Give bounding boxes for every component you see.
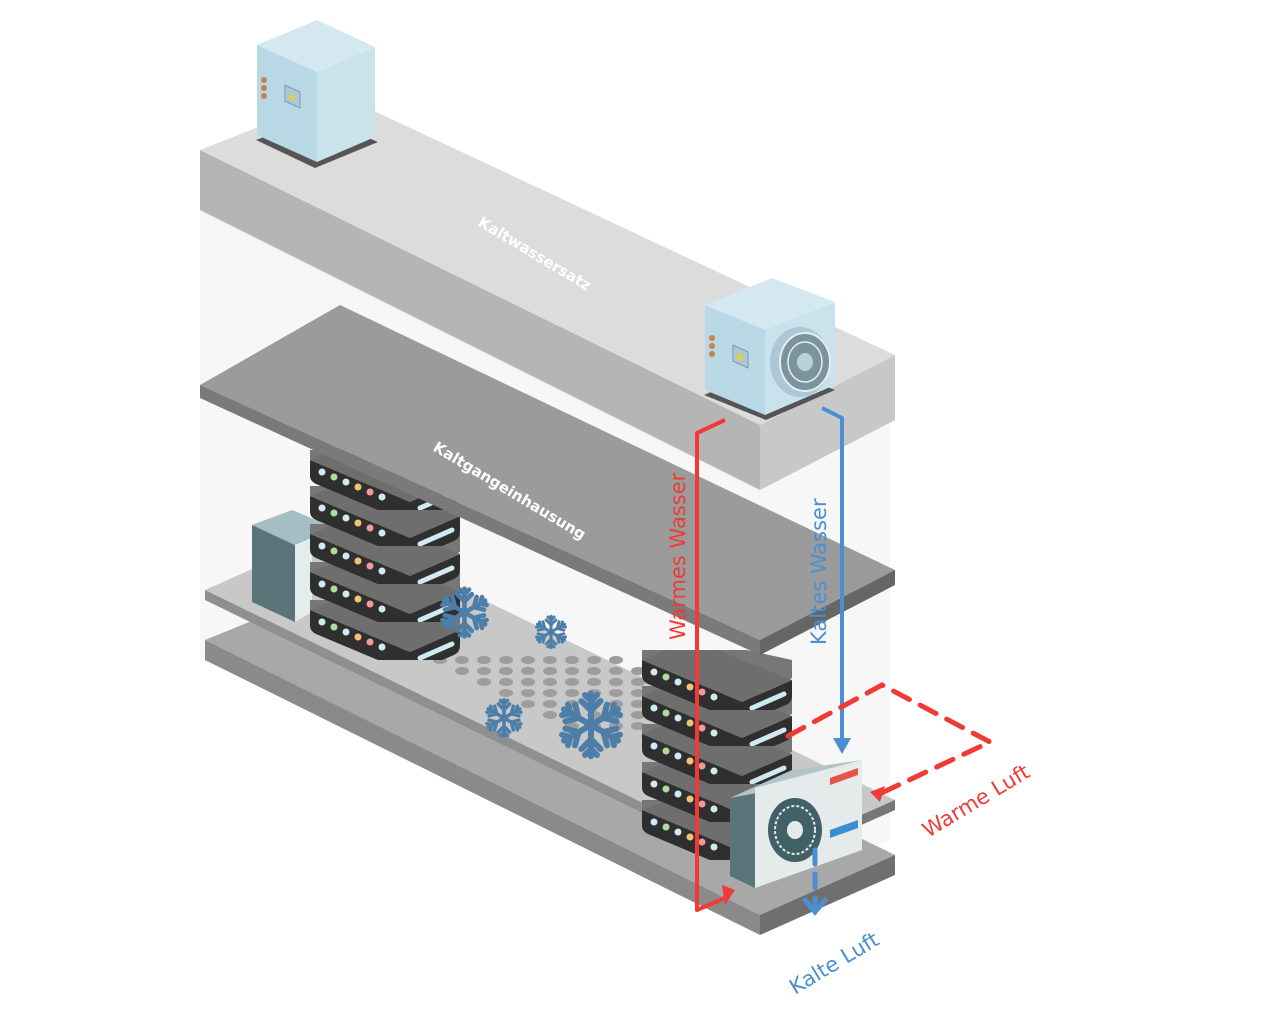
floor-hole	[543, 678, 557, 686]
floor-hole	[587, 656, 601, 664]
floor-hole	[609, 667, 623, 675]
floor-hole	[477, 667, 491, 675]
floor-hole	[521, 656, 535, 664]
floor-hole	[565, 656, 579, 664]
floor-hole	[543, 656, 557, 664]
cold-water-pipe	[821, 406, 851, 754]
floor-hole	[499, 689, 513, 697]
warm-water-pipe	[695, 418, 735, 912]
floor-hole	[565, 689, 579, 697]
label-warm-air: Warme Luft	[918, 760, 1034, 843]
floor-hole	[543, 711, 557, 719]
floor-hole	[521, 678, 535, 686]
warning-icon	[736, 352, 744, 361]
floor-hole	[543, 667, 557, 675]
cold-aisle-slab: Kaltgangeinhausung	[200, 305, 895, 655]
floor-hole	[455, 656, 469, 664]
label-cold-air: Kalte Luft	[785, 927, 883, 999]
floor-hole	[565, 678, 579, 686]
floor-hole	[477, 678, 491, 686]
fan-icon	[770, 327, 831, 397]
floor-hole	[609, 678, 623, 686]
floor-hole	[521, 689, 535, 697]
floor-hole	[631, 689, 645, 697]
chiller-unit-icon	[256, 20, 378, 168]
warning-icon	[288, 93, 296, 101]
floor-hole	[631, 711, 645, 719]
floor-hole	[543, 700, 557, 708]
label-warm-water: Warmes Wasser	[666, 472, 690, 640]
floor-hole	[609, 656, 623, 664]
air-conditioner-icon	[730, 760, 862, 888]
floor-hole	[455, 667, 469, 675]
floor-hole	[477, 656, 491, 664]
floor-hole	[499, 667, 513, 675]
floor-hole	[631, 722, 645, 730]
floor-hole	[499, 656, 513, 664]
floor-hole	[609, 689, 623, 697]
chiller-unit-fan	[704, 278, 835, 420]
label-cold-water: Kaltes Wasser	[807, 498, 831, 645]
floor-hole	[587, 667, 601, 675]
floor-hole	[631, 667, 645, 675]
floor-hole	[521, 667, 535, 675]
floor-hole	[521, 700, 535, 708]
floor-hole	[499, 678, 513, 686]
warm-air-flow	[785, 682, 996, 802]
floor-hole	[631, 678, 645, 686]
floor-hole	[565, 667, 579, 675]
floor-hole	[631, 700, 645, 708]
floor-hole	[543, 689, 557, 697]
cold-air-flow	[802, 847, 828, 916]
floor-hole	[587, 678, 601, 686]
